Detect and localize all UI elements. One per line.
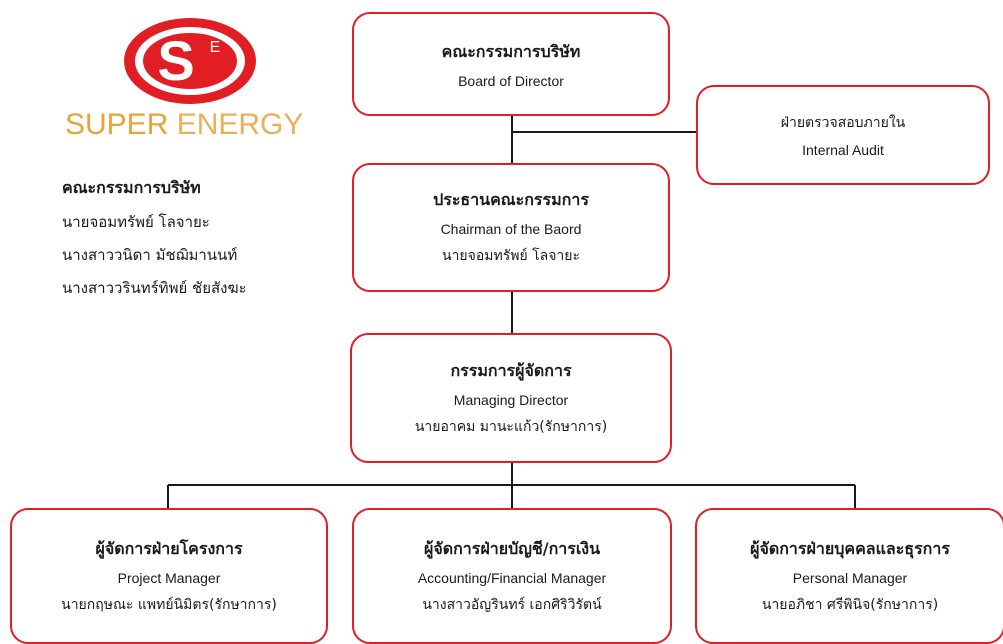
md-name: นายอาคม มานะแก้ว(รักษาการ) xyxy=(414,418,608,435)
manager-title-th: ผู้จัดการฝ่ายบุคคลและธุรการ xyxy=(750,538,950,558)
board-of-director-box: คณะกรรมการบริษัท Board of Director xyxy=(352,12,670,116)
audit-title-th: ฝ่ายตรวจสอบภายใน xyxy=(780,115,906,131)
board-title-th: คณะกรรมการบริษัท xyxy=(441,41,581,61)
logo-word-energy: ENERGY xyxy=(176,108,304,141)
super-energy-logo: S E xyxy=(55,14,325,154)
finance-manager-box: ผู้จัดการฝ่ายบัญชี/การเงิน Accounting/Fi… xyxy=(352,508,672,644)
logo-e-letter: E xyxy=(210,39,221,56)
logo-mark-icon: S E xyxy=(124,18,256,104)
manager-title-th: ผู้จัดการฝ่ายโครงการ xyxy=(95,538,243,558)
logo-word-super: SUPER xyxy=(65,108,169,141)
project-manager-box: ผู้จัดการฝ่ายโครงการ Project Manager นาย… xyxy=(10,508,328,644)
board-member: นางสาววนิดา มัชฌิมานนท์ xyxy=(62,246,238,264)
chairman-title-en: Chairman of the Baord xyxy=(440,221,582,237)
chairman-box: ประธานคณะกรรมการ Chairman of the Baord น… xyxy=(352,163,670,292)
board-list-title: คณะกรรมการบริษัท xyxy=(62,178,201,197)
manager-title-en: Accounting/Financial Manager xyxy=(417,569,607,586)
board-member: นางสาววรินทร์ทิพย์ ชัยสังฆะ xyxy=(62,279,247,297)
chairman-title-th: ประธานคณะกรรมการ xyxy=(433,190,589,209)
managing-director-box: กรรมการผู้จัดการ Managing Director นายอา… xyxy=(350,333,672,463)
manager-name: นางสาวอัญรินทร์ เอกศิริวิรัตน์ xyxy=(422,596,602,613)
board-title-en: Board of Director xyxy=(458,72,564,89)
manager-name: นายอภิชา ศรีพินิจ(รักษาการ) xyxy=(761,596,939,613)
manager-title-th: ผู้จัดการฝ่ายบัญชี/การเงิน xyxy=(423,538,601,558)
md-title-en: Managing Director xyxy=(453,391,569,408)
manager-title-en: Project Manager xyxy=(117,569,221,586)
board-member-list: คณะกรรมการบริษัท นายจอมทรัพย์ โลจายะ นาง… xyxy=(62,176,247,309)
manager-name: นายกฤษณะ แพทย์นิมิตร(รักษาการ) xyxy=(61,596,277,613)
personal-manager-box: ผู้จัดการฝ่ายบุคคลและธุรการ Personal Man… xyxy=(695,508,1003,644)
md-title-th: กรรมการผู้จัดการ xyxy=(450,360,572,380)
board-member: นายจอมทรัพย์ โลจายะ xyxy=(62,213,210,231)
internal-audit-box: ฝ่ายตรวจสอบภายใน Internal Audit xyxy=(696,85,990,185)
audit-title-en: Internal Audit xyxy=(802,142,884,158)
logo-s-letter: S xyxy=(157,29,194,92)
manager-title-en: Personal Manager xyxy=(792,569,908,586)
chairman-name: นายจอมทรัพย์ โลจายะ xyxy=(442,248,580,264)
logo-wordmark: SUPER ENERGY xyxy=(65,108,303,142)
